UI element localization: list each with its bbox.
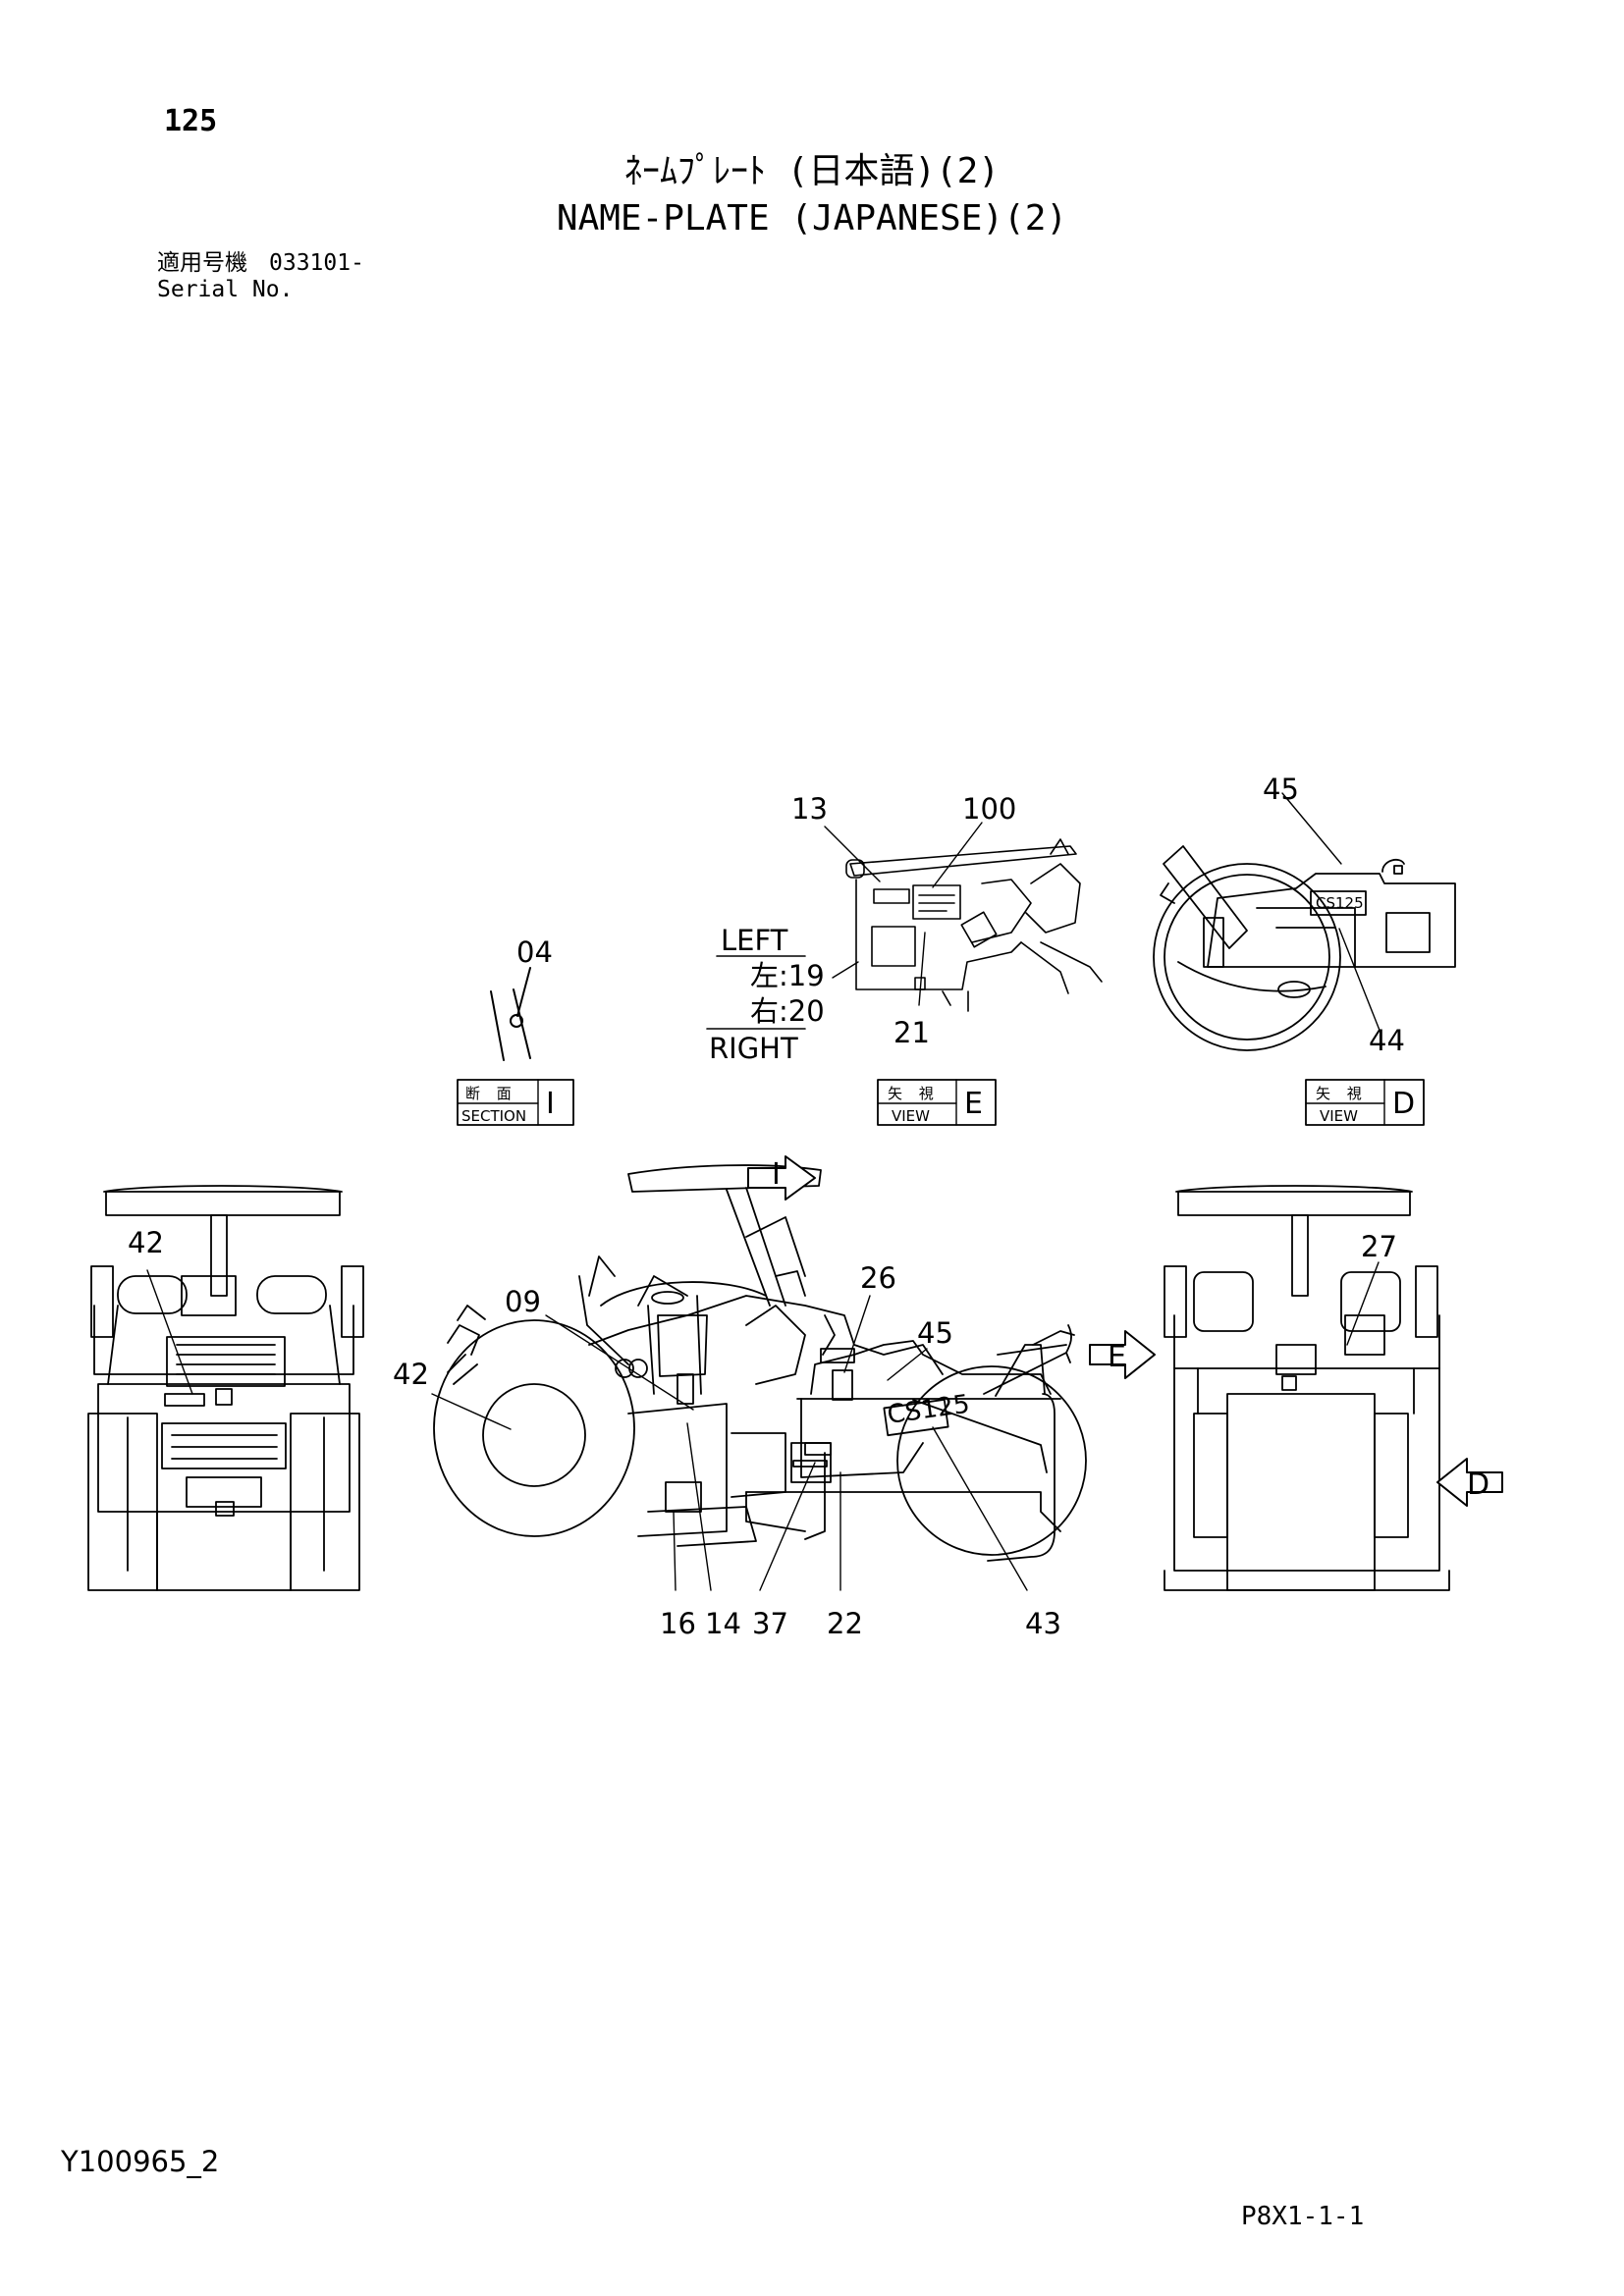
callout-14: 14 — [705, 1607, 741, 1640]
callout-37: 37 — [752, 1607, 788, 1640]
view-d-model-decal: CS125 — [1316, 894, 1364, 912]
view-e-en: VIEW — [892, 1107, 930, 1125]
callout-27: 27 — [1361, 1230, 1397, 1263]
section-i-jp: 断 面 — [465, 1085, 517, 1102]
view-e-box: 矢 視 VIEW E — [877, 1079, 997, 1126]
arrow-e-letter: E — [1108, 1340, 1126, 1374]
callout-22: 22 — [827, 1607, 863, 1640]
view-d-letter: D — [1392, 1087, 1415, 1121]
view-d-detail: CS125 — [1153, 845, 1456, 1051]
left-label-en: LEFT — [721, 924, 788, 957]
right-label-en: RIGHT — [709, 1032, 798, 1065]
serial-label-jp: 適用号機 — [157, 250, 247, 276]
arrow-i-letter: I — [772, 1157, 781, 1192]
serial-block: 適用号機 033101- Serial No. — [157, 250, 364, 303]
callouts: 04 13 100 21 45 44 42 42 09 26 45 27 16 … — [128, 773, 1405, 1640]
section-i-en: SECTION — [461, 1107, 526, 1125]
view-e-letter: E — [964, 1087, 983, 1121]
callout-42-rear: 42 — [128, 1226, 164, 1259]
left-label-jp: 左:19 — [750, 959, 825, 992]
side-view-machine: CS125 — [433, 1164, 1087, 1562]
view-d-box: 矢 視 VIEW D — [1305, 1079, 1425, 1126]
callout-100: 100 — [962, 792, 1016, 826]
callout-43: 43 — [1025, 1607, 1061, 1640]
callout-04: 04 — [516, 935, 553, 969]
title-japanese: ﾈｰﾑﾌﾟﾚｰﾄ (日本語)(2) — [623, 151, 1001, 191]
view-e-jp: 矢 視 — [888, 1085, 940, 1102]
page-number: 125 — [164, 104, 218, 138]
leader-lines — [146, 792, 1381, 1591]
arrow-i: I — [747, 1155, 816, 1201]
title-english: NAME-PLATE (JAPANESE)(2) — [556, 198, 1068, 239]
callout-13: 13 — [791, 792, 828, 826]
callout-44: 44 — [1369, 1024, 1405, 1057]
callout-21: 21 — [893, 1016, 930, 1049]
callout-26: 26 — [860, 1261, 896, 1295]
callout-09: 09 — [505, 1285, 541, 1318]
arrow-d-letter: D — [1467, 1468, 1489, 1502]
section-i-letter: I — [546, 1087, 555, 1121]
document-id: Y100965_2 — [61, 2145, 220, 2178]
serial-value: 033101- — [269, 250, 364, 276]
callout-45-view-d: 45 — [1263, 773, 1299, 806]
section-i-detail — [490, 967, 531, 1061]
rear-view-machine — [87, 1185, 364, 1591]
section-i-box: 断 面 SECTION I — [457, 1079, 574, 1126]
callout-16: 16 — [660, 1607, 696, 1640]
right-label-jp: 右:20 — [750, 994, 825, 1028]
arrow-d: D — [1436, 1458, 1503, 1507]
front-view-machine — [1164, 1185, 1450, 1591]
view-e-detail — [845, 838, 1103, 1012]
side-view-model-decal: CS125 — [886, 1389, 972, 1429]
arrow-e: E — [1089, 1330, 1156, 1379]
serial-label-en: Serial No. — [157, 277, 294, 302]
side-label-block: LEFT 左:19 右:20 RIGHT — [706, 924, 825, 1065]
view-d-jp: 矢 視 — [1316, 1085, 1368, 1102]
callout-45-side: 45 — [917, 1316, 953, 1350]
view-d-en: VIEW — [1320, 1107, 1358, 1125]
page-code: P8X1-1-1 — [1241, 2202, 1365, 2231]
callout-42-side: 42 — [393, 1358, 429, 1391]
